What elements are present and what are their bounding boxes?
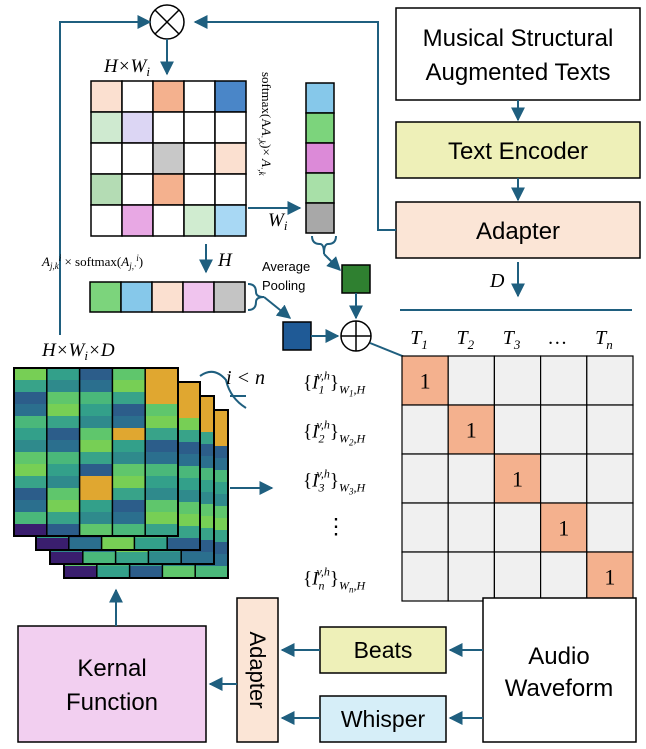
avg-pool-line2: Pooling [262,278,305,293]
diagonal-value: 1 [512,467,523,492]
musical-texts-box: Musical Structural Augmented Texts [395,7,641,101]
whisper-box: Whisper [319,695,447,743]
similarity-column-headers: T1 T2 T3 … Tn [410,327,612,352]
adapter-bottom-box: Adapter [236,597,279,743]
diagonal-value: 1 [558,516,569,541]
grid-cell [539,453,588,504]
feature-map-layer [13,367,179,537]
musical-texts-line2: Augmented Texts [425,59,610,86]
grid-cell [586,502,634,553]
grid-cell [539,355,588,406]
diagonal-cell [586,551,634,602]
audio-line2: Waveform [505,675,613,702]
grid-cell [447,502,496,553]
diagonal-value: 1 [420,369,431,394]
column-vector [305,82,335,234]
audio-waveform-box: Audio Waveform [482,597,637,743]
similarity-grid: 1 1 1 1 1 [401,355,634,602]
arrow-adapter-to-multiply [193,15,396,231]
grid-cell [586,355,634,406]
wi-label: Wi [268,210,288,233]
softmax-vertical-label: softmax(AA·,k)× A·,k [257,72,274,176]
whisper-label: Whisper [341,706,426,732]
row-label: {Inv,h}Wn,H [303,565,367,595]
grid-cell [493,404,542,455]
diagonal-cell [401,355,449,406]
grid-cell [447,551,496,602]
text-encoder-label: Text Encoder [448,138,588,165]
row-label: {I1v,h}W1,H [303,369,367,399]
column-header: T3 [503,327,521,352]
d-label: D [489,270,505,292]
adapter-top-box: Adapter [395,201,641,259]
grid-cell [539,404,588,455]
i-lt-n-label: i < n [226,367,265,389]
avg-pool-line1: Average [262,259,310,274]
column-header: Tn [595,327,613,352]
hwd-label: H×Wi×D [41,340,115,363]
pooled-green-square [341,264,371,294]
row-vector [89,281,246,313]
grid-cell [539,551,588,602]
kernel-function-box: Kernal Function [17,625,207,743]
row-label: {I2v,h}W2,H [303,418,367,448]
arrow-features-to-multiply [59,15,152,335]
grid-cell [447,453,496,504]
adapter-bottom-label: Adapter [245,631,270,708]
add-operator [340,320,372,352]
pooled-blue-square [282,321,312,351]
grid-cell [586,453,634,504]
similarity-row-labels: {I1v,h}W1,H {I2v,h}W2,H {I3v,h}W3,H ⋮ {Inv,h… [303,369,367,595]
text-encoder-box: Text Encoder [395,121,641,179]
arrow-column-pool [323,253,341,271]
diagonal-cell [539,502,588,553]
adapter-top-label: Adapter [476,218,560,245]
beats-label: Beats [354,637,413,663]
grid-cell [401,502,449,553]
hw-label: H×Wi [103,56,150,79]
h-label: H [217,250,233,271]
column-header: T2 [456,327,474,352]
musical-texts-line1: Musical Structural [423,25,614,52]
grid-cell [447,355,496,406]
grid-cell [401,551,449,602]
column-header: … [549,327,567,349]
grid-cell [493,551,542,602]
row-label: {I3v,h}W3,H [303,467,367,497]
attention-matrix [90,80,247,237]
column-header: T1 [410,327,428,352]
arrow-row-pool [263,296,292,319]
grid-cell [493,355,542,406]
beats-box: Beats [319,626,447,674]
grid-cell [401,404,449,455]
diagonal-value: 1 [466,418,477,443]
stack-brace [199,370,247,409]
multiply-operator [149,4,185,40]
grid-cell [586,404,634,455]
feature-map-stack [13,367,229,579]
audio-line1: Audio [528,643,589,670]
kernel-line1: Kernal [77,655,146,682]
diagonal-value: 1 [604,565,615,590]
kernel-line2: Function [66,689,158,716]
softmax-row-label: Aj,ki × softmax(Aj,·i) [41,253,143,271]
grid-cell [493,502,542,553]
vertical-ellipsis: ⋮ [325,514,347,539]
grid-cell [401,453,449,504]
column-brace [311,235,337,255]
diagonal-cell [447,404,496,455]
